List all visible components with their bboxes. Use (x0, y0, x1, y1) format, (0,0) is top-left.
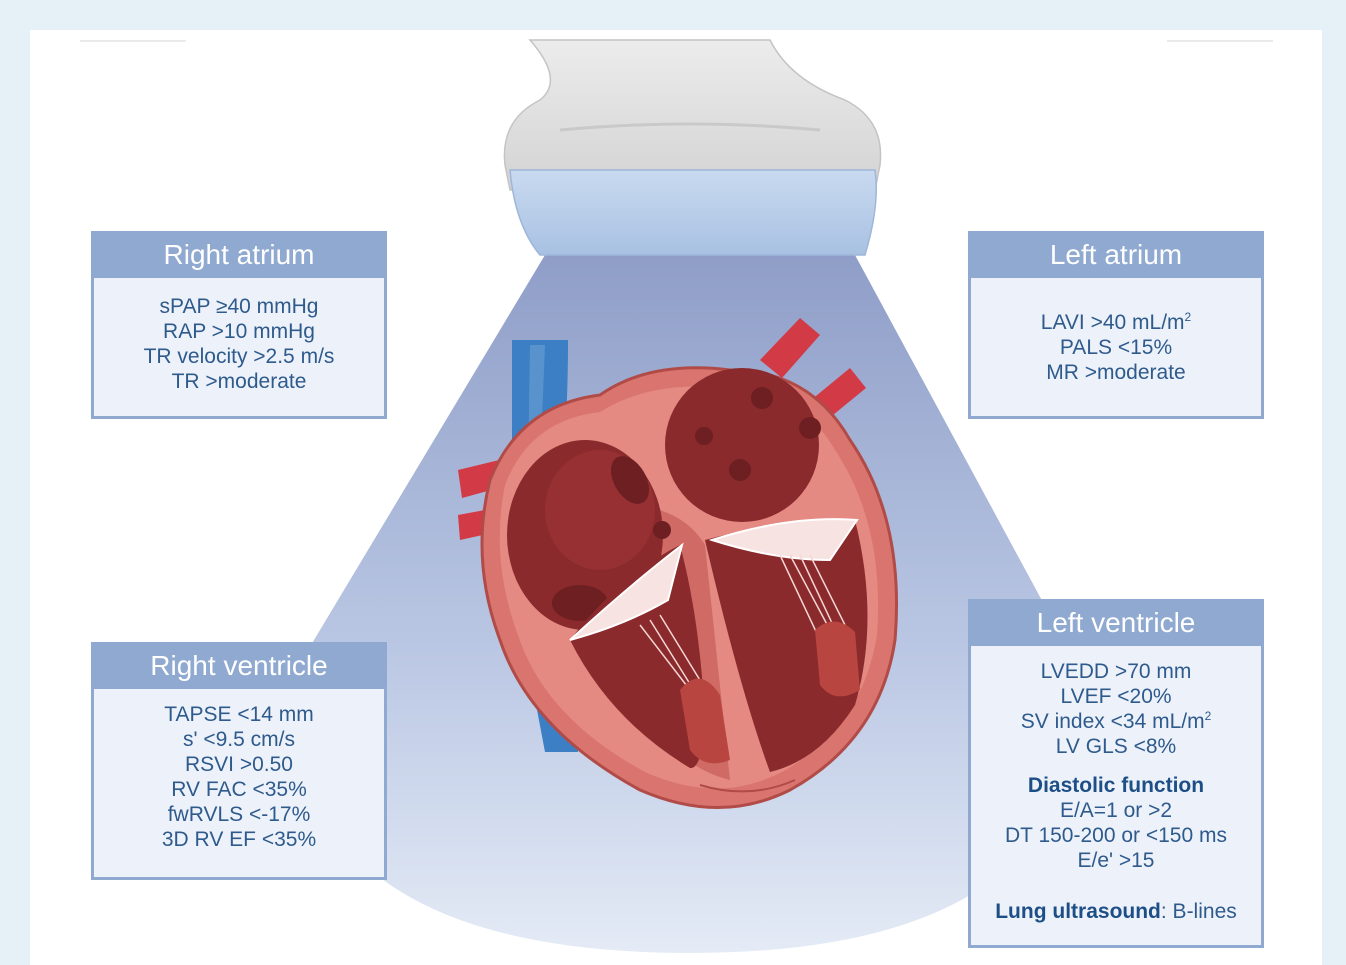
right-ventricle-panel: Right ventricle TAPSE <14 mm s' <9.5 cm/… (91, 642, 387, 880)
superscript: 2 (1205, 709, 1212, 723)
criterion-line: SV index <34 mL/m2 (971, 709, 1261, 734)
ultrasound-probe-icon (504, 40, 880, 255)
lung-ultrasound-label: Lung ultrasound (995, 900, 1161, 923)
left-ventricle-panel: Left ventricle LVEDD >70 mm LVEF <20% SV… (968, 599, 1264, 948)
panel-body: LVEDD >70 mm LVEF <20% SV index <34 mL/m… (971, 646, 1261, 924)
criterion-line: PALS <15% (971, 335, 1261, 360)
criterion-line: DT 150-200 or <150 ms (971, 823, 1261, 848)
criterion-line: LVEF <20% (971, 684, 1261, 709)
criterion-line: E/A=1 or >2 (971, 798, 1261, 823)
lung-ultrasound-line: Lung ultrasound: B-lines (971, 899, 1261, 924)
criterion-line: LAVI >40 mL/m2 (971, 310, 1261, 335)
panel-title: Right ventricle (94, 645, 384, 689)
criterion-line: RAP >10 mmHg (94, 319, 384, 344)
criterion-line: MR >moderate (971, 360, 1261, 385)
criterion-line: TAPSE <14 mm (94, 702, 384, 727)
criterion-line: 3D RV EF <35% (94, 827, 384, 852)
lung-ultrasound-value: : B-lines (1161, 900, 1237, 923)
panel-body: LAVI >40 mL/m2 PALS <15% MR >moderate (971, 278, 1261, 385)
diastolic-function-heading: Diastolic function (971, 773, 1261, 798)
lavi-text: LAVI >40 mL/m (1041, 311, 1185, 334)
criterion-line: RSVI >0.50 (94, 752, 384, 777)
criterion-line: sPAP ≥40 mmHg (94, 294, 384, 319)
right-atrium-panel: Right atrium sPAP ≥40 mmHg RAP >10 mmHg … (91, 231, 387, 419)
superscript: 2 (1185, 310, 1192, 324)
criterion-line: LVEDD >70 mm (971, 659, 1261, 684)
criterion-line: TR >moderate (94, 369, 384, 394)
panel-body: TAPSE <14 mm s' <9.5 cm/s RSVI >0.50 RV … (94, 689, 384, 852)
criterion-line: RV FAC <35% (94, 777, 384, 802)
criterion-line: s' <9.5 cm/s (94, 727, 384, 752)
criterion-line: E/e' >15 (971, 848, 1261, 873)
panel-title: Left atrium (971, 234, 1261, 278)
criterion-line: LV GLS <8% (971, 734, 1261, 759)
criterion-line: fwRVLS <-17% (94, 802, 384, 827)
left-atrium-panel: Left atrium LAVI >40 mL/m2 PALS <15% MR … (968, 231, 1264, 419)
criterion-line: TR velocity >2.5 m/s (94, 344, 384, 369)
panel-body: sPAP ≥40 mmHg RAP >10 mmHg TR velocity >… (94, 278, 384, 394)
panel-title: Right atrium (94, 234, 384, 278)
panel-title: Left ventricle (971, 602, 1261, 646)
sv-index-text: SV index <34 mL/m (1021, 710, 1205, 733)
